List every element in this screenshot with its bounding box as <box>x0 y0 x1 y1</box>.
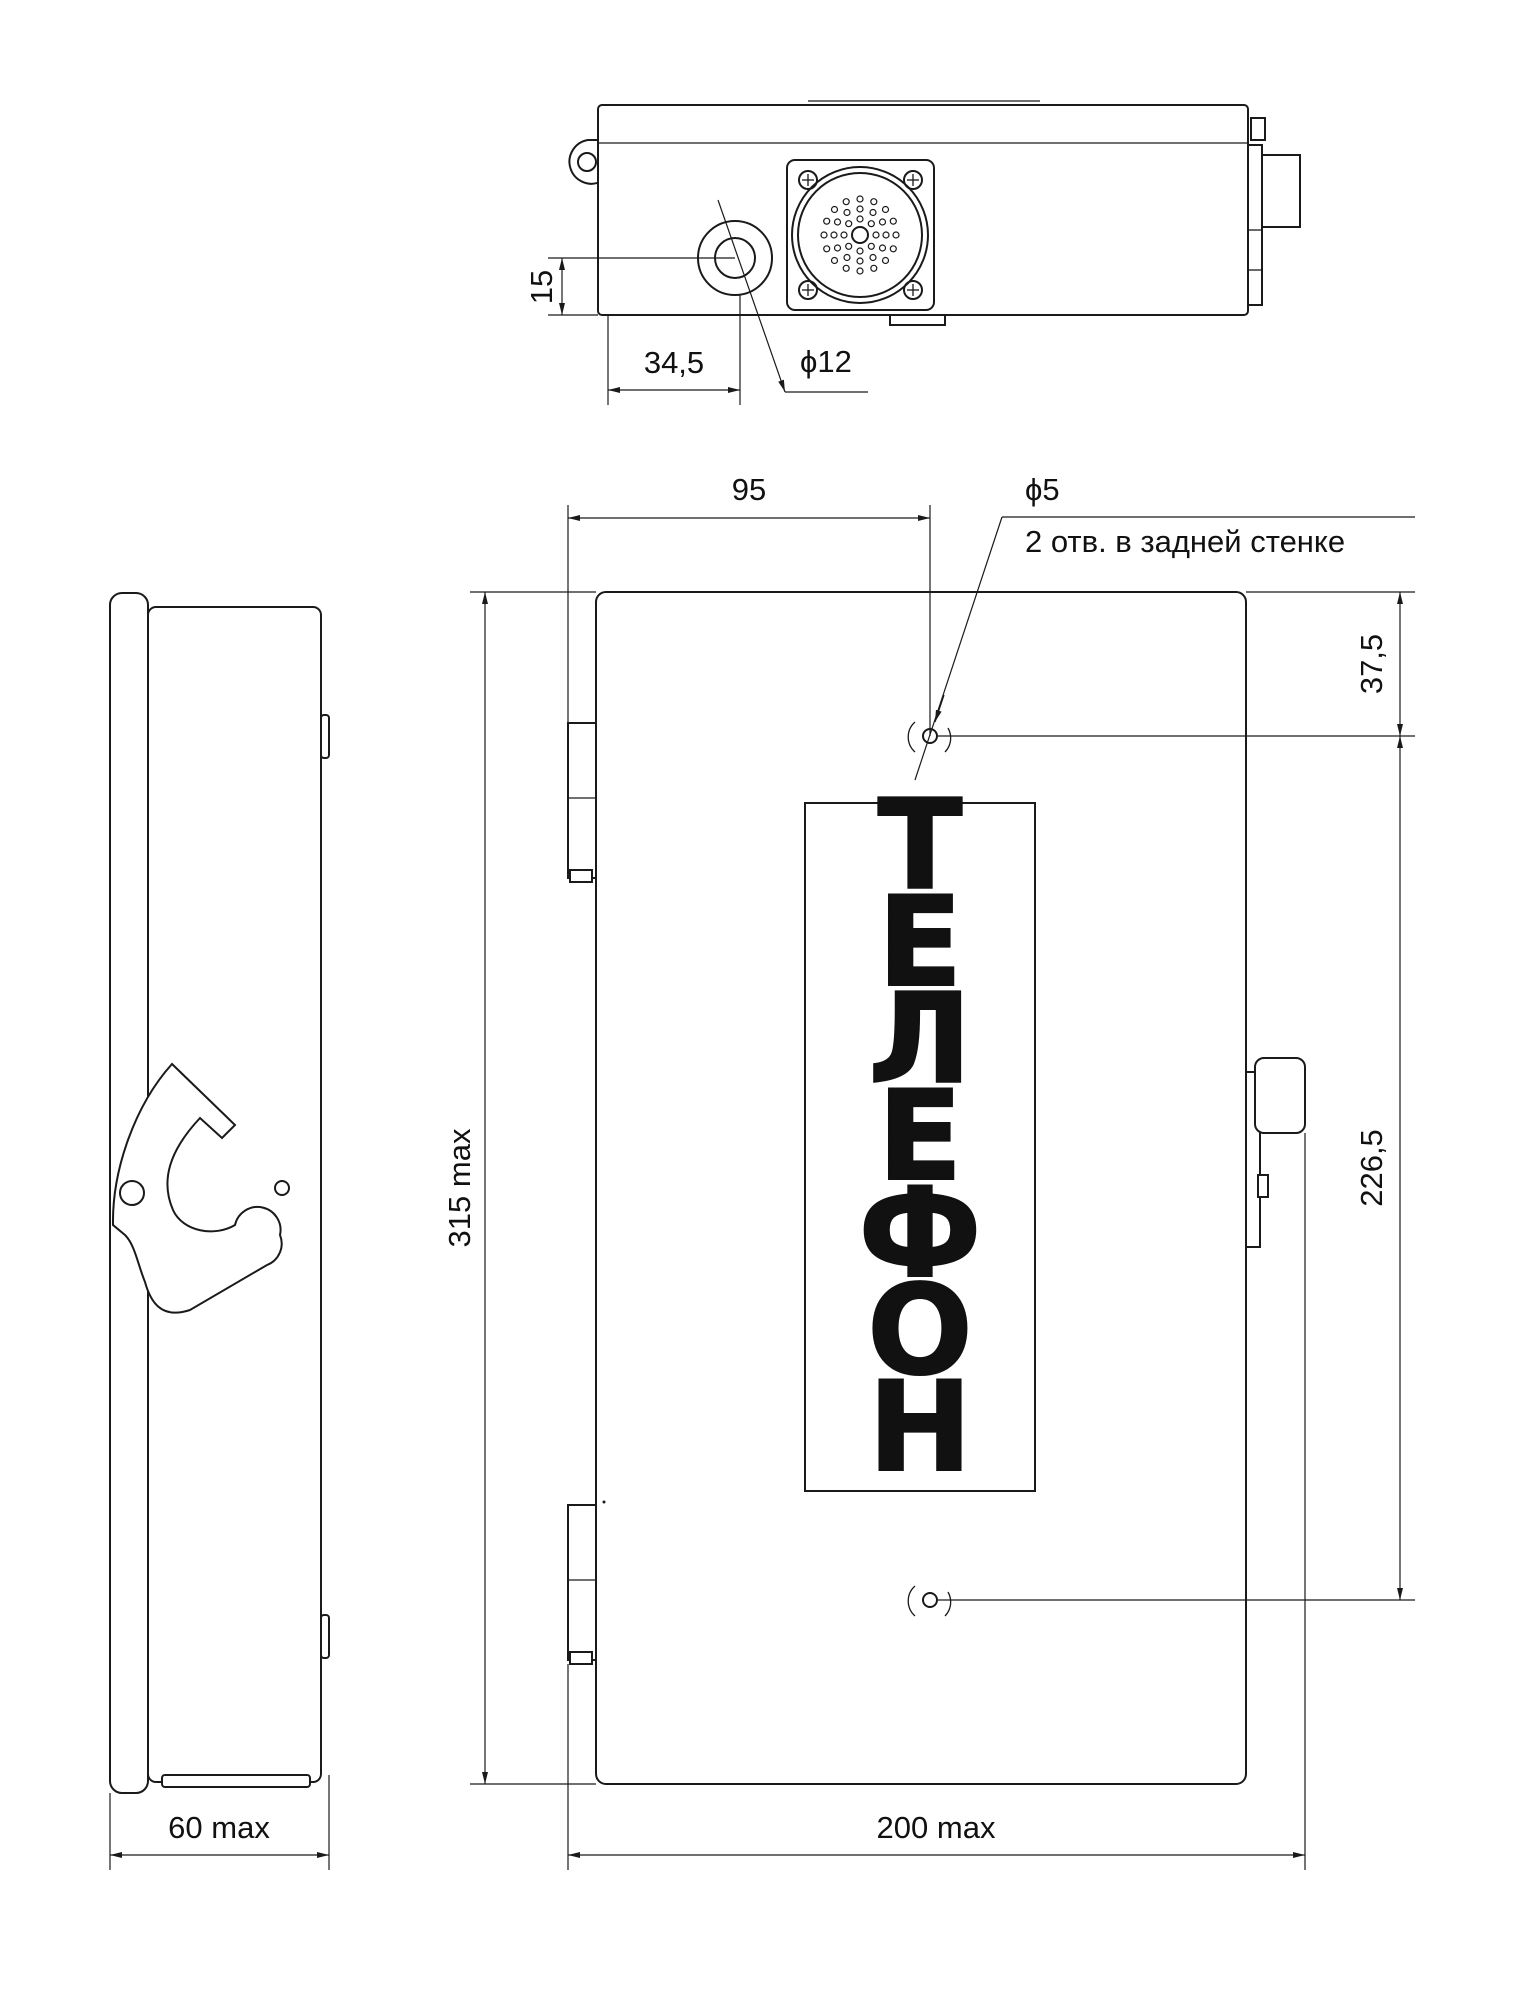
grille-hole <box>881 205 890 214</box>
dim-34-5-label: 34,5 <box>644 345 704 380</box>
grille-hole <box>882 231 890 239</box>
sign-letter-3: Л <box>869 968 972 1112</box>
side-view-bottom-foot <box>161 1774 311 1788</box>
dim-15-label: 15 <box>524 270 559 304</box>
telephone-sign-panel <box>804 802 1036 1492</box>
grille-hole <box>878 218 887 226</box>
dim-200-max-label: 200 max <box>877 1810 996 1845</box>
grille-hole <box>856 195 864 203</box>
grille-hole <box>872 231 880 239</box>
grille-hole <box>856 215 864 223</box>
door-latch <box>111 1062 290 1314</box>
grille-hole <box>867 220 875 228</box>
top-view: 15 34,5 ϕ12 <box>524 100 1301 405</box>
grille-hole <box>840 231 848 239</box>
grille-hole <box>830 231 838 239</box>
grille-hole <box>878 244 887 252</box>
grille-hole <box>856 205 864 213</box>
front-view: Т Е Л Е Ф О Н 95 ϕ5 2 отв. в задней стен… <box>442 472 1415 1870</box>
front-latch-handle <box>1245 1057 1306 1248</box>
sign-letter-4: Е <box>878 1065 963 1209</box>
grille-hole <box>867 242 875 250</box>
grille-hole <box>892 231 900 239</box>
grille-hole <box>843 208 851 217</box>
grille-hole <box>856 257 864 265</box>
sign-letter-7: Н <box>868 1356 972 1500</box>
grille-hole <box>843 253 851 262</box>
dim-226-5-label: 226,5 <box>1354 1129 1389 1207</box>
dim-d12-label: ϕ12 <box>800 344 852 379</box>
hole-note-label: 2 отв. в задней стенке <box>1025 524 1345 559</box>
sign-letter-5: Ф <box>859 1162 982 1306</box>
grille-hole <box>881 256 890 265</box>
dim-37-5-label: 37,5 <box>1354 634 1389 694</box>
grille-hole <box>833 218 842 226</box>
side-view-body <box>147 606 322 1783</box>
dim-315-max-label: 315 max <box>442 1128 477 1247</box>
bottom-hinge <box>567 1504 597 1665</box>
sign-letter-2: Е <box>878 871 963 1015</box>
grille-hole <box>869 208 877 217</box>
top-view-side-bracket <box>1247 144 1263 306</box>
dim-d5-label: ϕ5 <box>1025 472 1060 507</box>
mounting-ear-hole <box>577 152 597 172</box>
grille-hole <box>845 242 853 250</box>
grille-hole <box>889 245 897 253</box>
grille-hole <box>830 256 839 265</box>
sign-letter-6: О <box>867 1259 972 1403</box>
grille-hole <box>833 244 842 252</box>
grille-hole <box>842 198 850 206</box>
sign-letter-1: Т <box>878 774 963 918</box>
top-hinge <box>567 722 597 883</box>
grille-hole <box>845 220 853 228</box>
grille-hole <box>869 253 877 262</box>
grille-hole <box>820 231 828 239</box>
dim-95-label: 95 <box>732 472 766 507</box>
grille-hole <box>856 247 864 255</box>
telephone-sign-letters: Т Е Л Е Ф О Н <box>858 773 983 1501</box>
speaker-connector <box>786 159 935 311</box>
grille-hole <box>870 198 878 206</box>
grille-hole <box>889 217 897 225</box>
mounting-ear <box>568 139 601 185</box>
grille-hole <box>830 205 839 214</box>
side-view: 60 max <box>109 592 330 1870</box>
dim-60-max-label: 60 max <box>168 1810 270 1845</box>
grille-hole <box>856 267 864 275</box>
grille-hole <box>823 245 831 253</box>
mounting-hole-lower <box>907 1585 952 1617</box>
grille-hole <box>823 217 831 225</box>
grille-hole <box>870 264 878 272</box>
grille-hole <box>842 264 850 272</box>
